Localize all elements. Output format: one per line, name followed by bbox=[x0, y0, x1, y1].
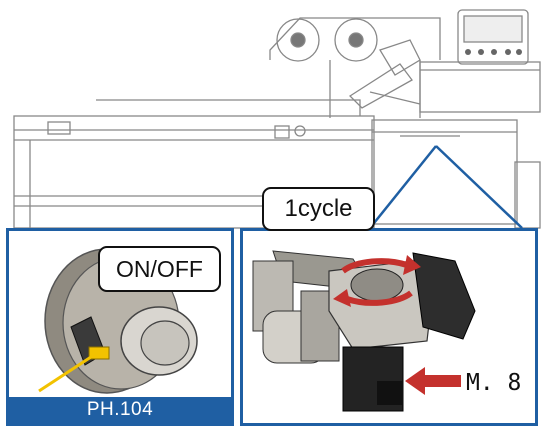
sensor-caption: PH.104 bbox=[9, 397, 231, 423]
drive-unit-drawing bbox=[252, 250, 476, 412]
drive-detail-panel bbox=[240, 228, 538, 426]
on-off-callout: ON/OFF bbox=[98, 246, 221, 292]
cycle-callout: 1cycle bbox=[262, 187, 375, 231]
sensor-detail-panel: PH.104 bbox=[6, 228, 234, 426]
motor-label: M. 8 bbox=[466, 370, 522, 396]
